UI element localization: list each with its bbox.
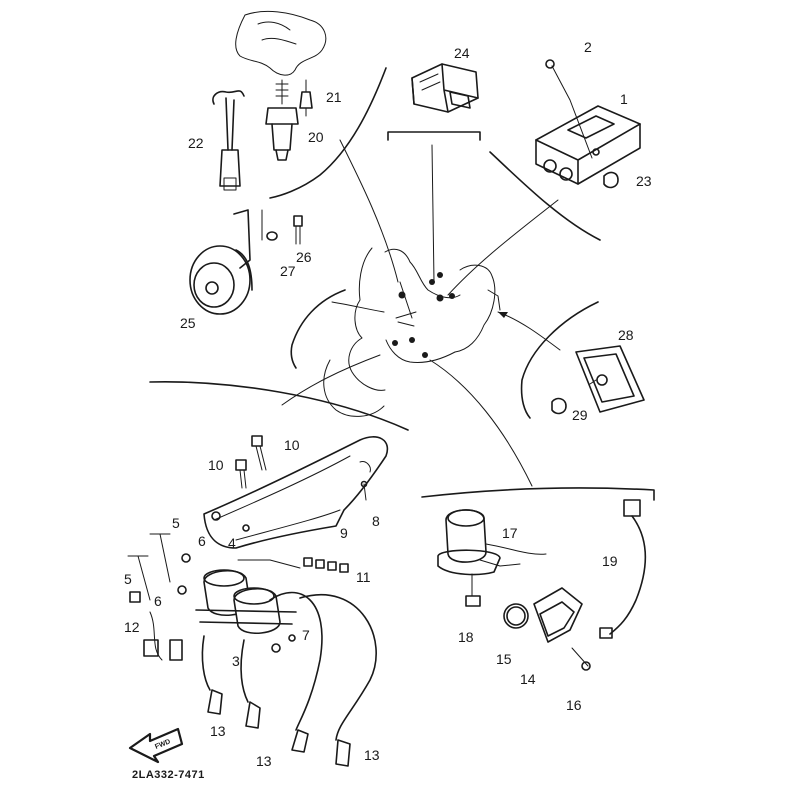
callout-10b: 10	[208, 457, 224, 473]
callout-18: 18	[458, 629, 474, 645]
plug-leads-13	[201, 591, 377, 767]
horn-25	[189, 209, 303, 315]
callout-2: 2	[584, 39, 592, 55]
neutral-switch-group	[212, 10, 327, 191]
callout-21: 21	[326, 89, 342, 105]
callout-11: 11	[356, 569, 371, 585]
callout-22: 22	[188, 135, 204, 151]
callout-28: 28	[618, 327, 634, 343]
callout-4: 4	[228, 535, 236, 551]
callout-25: 25	[180, 315, 196, 331]
callout-24: 24	[454, 45, 470, 61]
front-direction-arrow: FWD	[128, 727, 184, 764]
callout-10a: 10	[284, 437, 300, 453]
regulator-28	[551, 345, 645, 415]
callout-13c: 13	[364, 747, 380, 763]
callout-labels: 1 2 3 4 5 5 6 6 7 8 9 10 10 11 12 13 13 …	[124, 39, 652, 769]
starter-relay-17	[437, 499, 647, 671]
drawing-code: 2LA332-7471	[132, 769, 205, 781]
bracket-plate-9	[203, 435, 389, 549]
callout-9: 9	[340, 525, 348, 541]
callout-1: 1	[620, 91, 628, 107]
callout-15: 15	[496, 651, 512, 667]
callout-6a: 6	[198, 533, 206, 549]
callout-5a: 5	[172, 515, 180, 531]
ignition-coils-3	[127, 533, 349, 661]
callout-19: 19	[602, 553, 618, 569]
callout-23: 23	[636, 173, 652, 189]
callout-3: 3	[232, 653, 240, 669]
callout-27: 27	[280, 263, 296, 279]
callout-13b: 13	[256, 753, 272, 769]
callout-5b: 5	[124, 571, 132, 587]
callout-17: 17	[502, 525, 518, 541]
relay-24	[411, 63, 479, 113]
callout-13a: 13	[210, 723, 226, 739]
callout-26: 26	[296, 249, 312, 265]
region-dividers	[149, 67, 655, 501]
cdi-unit-1	[535, 59, 641, 189]
callout-20: 20	[308, 129, 324, 145]
leader-lines	[281, 139, 561, 487]
frame-silhouette	[323, 247, 501, 417]
callout-6b: 6	[154, 593, 162, 609]
callout-8: 8	[372, 513, 380, 529]
callout-12: 12	[124, 619, 140, 635]
callout-7: 7	[302, 627, 310, 643]
callout-14: 14	[520, 671, 536, 687]
callout-16: 16	[566, 697, 582, 713]
callout-29: 29	[572, 407, 588, 423]
